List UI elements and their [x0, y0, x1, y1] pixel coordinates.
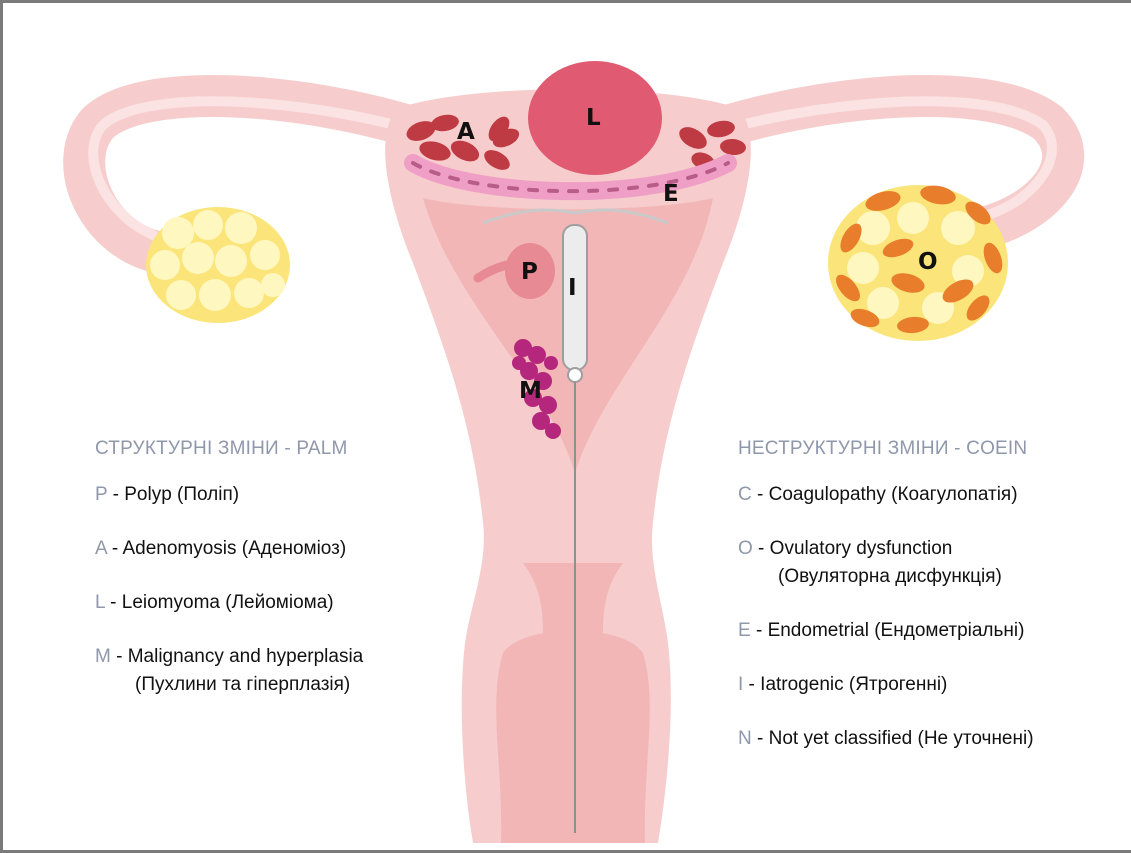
- label-polyp: P: [521, 259, 538, 285]
- legend-text: - Ovulatory dysfunction: [753, 538, 953, 559]
- left-ovary: [146, 207, 290, 323]
- legend-text: - Coagulopathy (Коагулопатія): [752, 484, 1018, 505]
- legend-text: - Not yet classified (Не уточнені): [752, 728, 1034, 749]
- legend-letter: O: [738, 538, 753, 559]
- legend-item-polyp: P - Polyp (Поліп): [95, 483, 363, 507]
- label-adenomyosis: A: [457, 119, 475, 145]
- legend-letter: M: [95, 646, 111, 667]
- label-endometrium: E: [663, 181, 679, 207]
- legend-text: - Endometrial (Ендометріальні): [751, 620, 1025, 641]
- legend-letter: E: [738, 620, 751, 641]
- legend-subtext: (Овуляторна дисфункція): [738, 565, 1034, 589]
- legend-letter: L: [95, 592, 105, 613]
- legend-item-coagulopathy: C - Coagulopathy (Коагулопатія): [738, 483, 1034, 507]
- legend-heading-coein: НЕСТРУКТУРНІ ЗМІНИ - COEIN: [738, 437, 1034, 461]
- legend-letter: N: [738, 728, 752, 749]
- legend-item-not-classified: N - Not yet classified (Не уточнені): [738, 727, 1034, 751]
- legend-item-adenomyosis: A - Adenomyosis (Аденоміоз): [95, 537, 363, 561]
- legend-item-endometrial: E - Endometrial (Ендометріальні): [738, 619, 1034, 643]
- legend-text: - Polyp (Поліп): [107, 484, 239, 505]
- legend-text: - Malignancy and hyperplasia: [111, 646, 363, 667]
- label-leiomyoma: L: [586, 105, 601, 131]
- legend-item-iatrogenic: I - Iatrogenic (Ятрогенні): [738, 673, 1034, 697]
- legend-item-ovulatory: O - Ovulatory dysfunction (Овуляторна ди…: [738, 537, 1034, 589]
- legend-item-leiomyoma: L - Leiomyoma (Лейоміома): [95, 591, 363, 615]
- label-iatrogenic: I: [568, 275, 577, 301]
- legend-text: - Leiomyoma (Лейоміома): [105, 592, 334, 613]
- legend-text: - Iatrogenic (Ятрогенні): [743, 674, 947, 695]
- legend-text: - Adenomyosis (Аденоміоз): [107, 538, 347, 559]
- legend-nonstructural-coein: НЕСТРУКТУРНІ ЗМІНИ - COEIN C - Coagulopa…: [738, 437, 1034, 781]
- legend-letter: C: [738, 484, 752, 505]
- legend-letter: A: [95, 538, 107, 559]
- legend-subtext: (Пухлини та гіперплазія): [95, 673, 363, 697]
- legend-letter: P: [95, 484, 107, 505]
- label-ovulatory: O: [918, 249, 938, 275]
- label-malignancy: M: [519, 378, 542, 404]
- legend-structural-palm: СТРУКТУРНІ ЗМІНИ - PALM P - Polyp (Поліп…: [95, 437, 363, 727]
- vagina: [496, 631, 649, 844]
- legend-heading-palm: СТРУКТУРНІ ЗМІНИ - PALM: [95, 437, 363, 461]
- legend-item-malignancy: M - Malignancy and hyperplasia (Пухлини …: [95, 645, 363, 697]
